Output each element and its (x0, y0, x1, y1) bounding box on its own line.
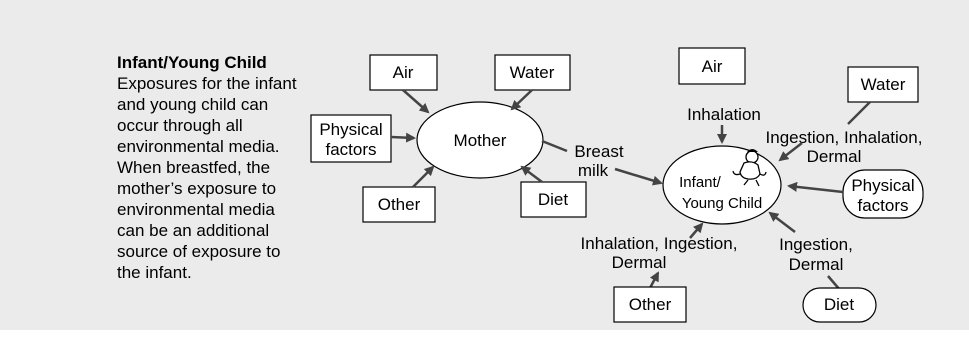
svg-text:Other: Other (629, 295, 672, 314)
arrow-physical-to-child (787, 181, 844, 194)
arrow-diet-to-mother (520, 165, 543, 183)
child-water-box: Water (847, 66, 919, 103)
sidebar-description: Infant/Young Child Exposures for the inf… (117, 52, 297, 283)
arrow-diet-to-child (768, 211, 796, 233)
route-other-label-line2: Dermal (612, 253, 667, 272)
breast-milk-label-line2: milk (578, 161, 609, 180)
mother-diet-box: Diet (520, 181, 587, 218)
arrow-other-to-child (689, 222, 704, 239)
arrow-physical-to-mother (390, 132, 416, 143)
svg-text:Other: Other (378, 195, 421, 214)
child-diet-box: Diet (802, 287, 877, 323)
route-water-label-line2: Dermal (807, 147, 862, 166)
breast-milk-label-line1: Breast (574, 142, 623, 161)
sidebar-body: Exposures for the infant and young child… (117, 74, 297, 282)
svg-text:factors: factors (857, 196, 908, 215)
child-physical-factors-box: Physical factors (842, 169, 924, 219)
sidebar-title: Infant/Young Child (117, 53, 267, 72)
svg-text:Air: Air (702, 57, 723, 76)
svg-text:Young Child: Young Child (682, 195, 762, 212)
route-air-label: Inhalation (687, 105, 761, 124)
route-other-label-line1: Inhalation, Ingestion, (581, 234, 738, 253)
child-node: Infant/ Young Child (662, 145, 782, 225)
arrow-other-to-mother (412, 165, 435, 188)
route-diet-label-line2: Dermal (789, 255, 844, 274)
child-air-box: Air (678, 47, 746, 85)
mother-node: Mother (416, 101, 544, 179)
infant-figure-icon (732, 149, 767, 187)
arrow-air-to-mother (402, 89, 430, 114)
svg-text:Diet: Diet (824, 295, 855, 314)
svg-text:Mother: Mother (454, 131, 507, 150)
child-other-box: Other (613, 286, 687, 323)
breast-milk-connector (541, 139, 568, 153)
svg-text:Diet: Diet (538, 190, 569, 209)
arrow-water-to-child (778, 142, 803, 162)
svg-text:Water: Water (510, 63, 555, 82)
svg-text:factors: factors (325, 140, 376, 159)
arrow-water-to-mother (510, 89, 533, 111)
svg-text:Water: Water (861, 75, 906, 94)
water-connector (847, 101, 871, 125)
route-diet-label-line1: Ingestion, (779, 235, 853, 254)
svg-text:Air: Air (393, 63, 414, 82)
mother-other-box: Other (362, 186, 436, 223)
svg-text:Physical: Physical (851, 176, 914, 195)
svg-text:Infant/: Infant/ (679, 174, 722, 191)
mother-physical-factors-box: Physical factors (310, 114, 392, 163)
other-connector (648, 271, 660, 289)
mother-air-box: Air (369, 54, 438, 91)
route-water-label-line1: Ingestion, Inhalation, (766, 128, 923, 147)
svg-text:Physical: Physical (319, 120, 382, 139)
mother-water-box: Water (494, 54, 571, 91)
arrow-breast-milk-to-child (614, 167, 663, 186)
